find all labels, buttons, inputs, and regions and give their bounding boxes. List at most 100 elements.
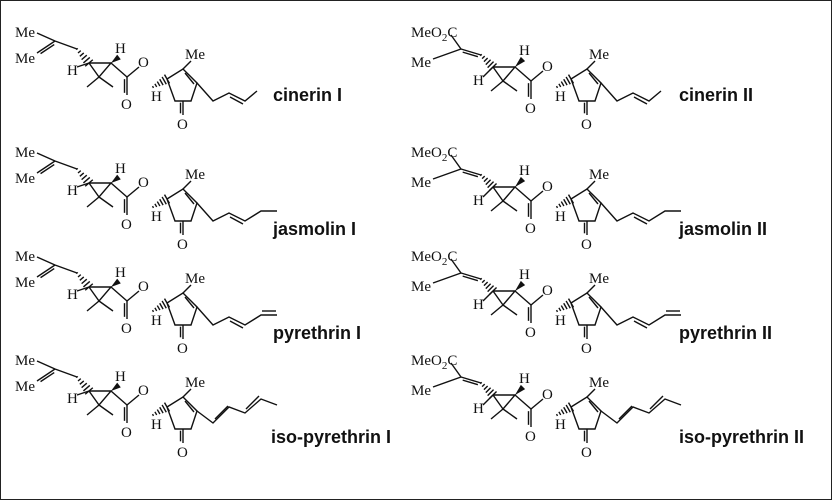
bond xyxy=(182,284,192,294)
hash-stroke xyxy=(79,172,85,177)
hash-stroke xyxy=(560,409,565,415)
gem-methyl-bond xyxy=(502,200,518,212)
compound-name: jasmolin II xyxy=(678,219,767,239)
hydrogen-label: H xyxy=(555,89,566,105)
bond xyxy=(450,258,462,274)
hash-stroke xyxy=(481,383,486,388)
bond xyxy=(182,180,192,190)
hash-stroke xyxy=(483,177,489,183)
bond xyxy=(76,182,90,188)
ring-double-bond-inner xyxy=(184,400,195,413)
hydrogen-label: H xyxy=(115,161,126,177)
methyl-label: Me xyxy=(589,375,609,391)
hash-stroke xyxy=(485,59,492,66)
cyclopropane-ring xyxy=(88,182,113,199)
hashed-bond xyxy=(151,74,171,89)
bond xyxy=(54,160,78,170)
methyl-label: Me xyxy=(185,271,205,287)
cyclopentenone-ring xyxy=(166,188,198,222)
hydrogen-label: H xyxy=(555,417,566,433)
gem-methyl-bond xyxy=(502,408,518,420)
hash-stroke xyxy=(82,280,91,288)
gem-methyl-bond xyxy=(502,80,518,92)
bond xyxy=(530,398,544,410)
oxygen-label: O xyxy=(121,425,132,441)
hash-stroke xyxy=(487,285,495,293)
hash-stroke xyxy=(555,85,559,89)
hashed-bond xyxy=(555,74,575,89)
methyl-label: Me xyxy=(15,379,35,395)
hash-stroke xyxy=(558,411,562,416)
cyclopentenone-ring xyxy=(166,292,198,326)
ester-oxygen-label: O xyxy=(542,283,553,299)
hash-stroke xyxy=(161,404,167,413)
hash-stroke xyxy=(563,406,568,414)
side-chain xyxy=(196,306,277,326)
bond xyxy=(450,34,462,50)
cyclopentenone-ring xyxy=(570,68,602,102)
bond xyxy=(530,190,544,202)
gem-methyl-bond xyxy=(98,76,114,88)
wedge-bond xyxy=(111,382,121,391)
hashed-bond xyxy=(151,194,171,209)
gem-methyl-bond xyxy=(98,196,114,208)
double-bond xyxy=(36,264,56,278)
methyl-label: Me xyxy=(589,271,609,287)
side-chain-double-bond xyxy=(633,96,648,105)
hash-stroke xyxy=(483,57,489,63)
side-chain-double-bond xyxy=(229,320,244,329)
double-bond xyxy=(36,40,56,54)
bond xyxy=(432,272,462,284)
hash-stroke xyxy=(77,378,82,382)
methyl-label: Me xyxy=(589,167,609,183)
hash-stroke xyxy=(156,409,161,415)
bond xyxy=(36,152,56,162)
compound-name: pyrethrin I xyxy=(273,323,361,343)
bond xyxy=(36,256,56,266)
double-bond xyxy=(40,267,55,279)
side-chain xyxy=(600,398,682,424)
wedge-bond xyxy=(111,54,121,63)
hash-stroke xyxy=(485,283,492,290)
side-chain xyxy=(600,306,681,326)
gem-methyl-bond xyxy=(490,304,504,316)
methyl-label: Me xyxy=(15,145,35,161)
hash-stroke xyxy=(481,55,486,60)
double-bond xyxy=(460,376,482,384)
side-chain xyxy=(196,202,277,222)
side-chain-double-bond xyxy=(633,216,648,225)
hash-stroke xyxy=(151,413,155,417)
cyclopropane-ring xyxy=(492,66,517,83)
hash-stroke xyxy=(485,179,492,186)
gem-methyl-bond xyxy=(98,404,114,416)
hashed-bond xyxy=(555,194,575,209)
bond xyxy=(110,286,128,302)
bond xyxy=(482,186,494,198)
hashed-bond xyxy=(151,402,171,417)
side-chain xyxy=(196,398,278,424)
compound-name: jasmolin I xyxy=(272,219,356,239)
hash-stroke xyxy=(79,380,85,385)
ester-oxygen-label: O xyxy=(138,55,149,71)
methyl-label: Me xyxy=(15,25,35,41)
hash-stroke xyxy=(75,271,79,275)
hash-stroke xyxy=(159,78,164,86)
bond xyxy=(482,394,494,406)
oxygen-label: O xyxy=(525,221,536,237)
hash-stroke xyxy=(82,384,91,392)
ketone-oxygen-label: O xyxy=(581,237,592,253)
hashed-bond xyxy=(555,298,575,313)
hydrogen-label: H xyxy=(115,369,126,385)
gem-methyl-bond xyxy=(86,300,100,312)
hash-stroke xyxy=(565,300,571,309)
ketone-oxygen-label: O xyxy=(581,117,592,133)
wedge-bond xyxy=(515,384,526,395)
gem-methyl-bond xyxy=(490,80,504,92)
ketone-oxygen-label: O xyxy=(177,445,188,461)
bond xyxy=(432,48,462,60)
compound-name: cinerin II xyxy=(679,85,753,105)
